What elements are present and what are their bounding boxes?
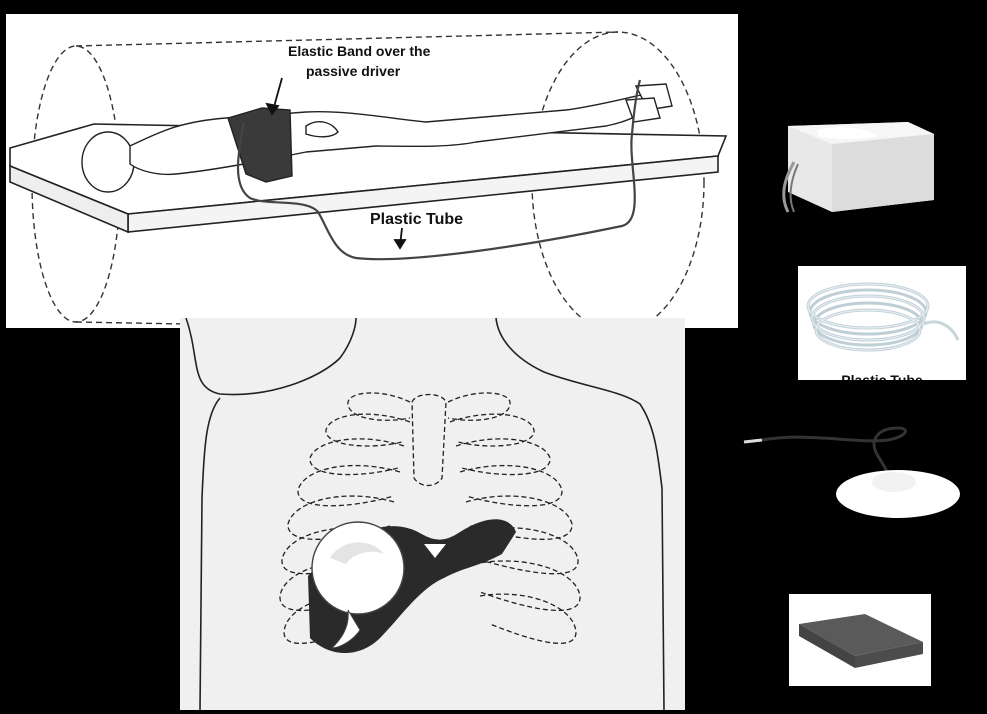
driver-box-illustration	[758, 100, 953, 226]
tube-coil-illustration	[798, 266, 966, 380]
chest-diagram	[180, 318, 685, 710]
passive-driver-pad	[738, 420, 970, 520]
torso-outline	[186, 318, 664, 710]
pad-illustration	[738, 420, 970, 520]
elastic-band-photo	[789, 594, 931, 686]
mri-setup-illustration: Elastic Band over the passive driver Pla…	[6, 14, 738, 328]
band-illustration	[789, 594, 931, 686]
elastic-band-label-line2: passive driver	[306, 63, 401, 79]
chest-illustration	[180, 318, 685, 710]
passive-driver-unit	[758, 100, 953, 226]
tube-arrow	[395, 228, 405, 248]
mri-setup-diagram: Elastic Band over the passive driver Pla…	[6, 14, 738, 328]
tube-photo-caption: Plastic Tube	[798, 372, 966, 380]
plastic-tube-label: Plastic Tube	[370, 211, 463, 228]
elastic-band-label-line1: Elastic Band over the	[288, 43, 431, 59]
plastic-tube-photo: Plastic Tube	[798, 266, 966, 380]
